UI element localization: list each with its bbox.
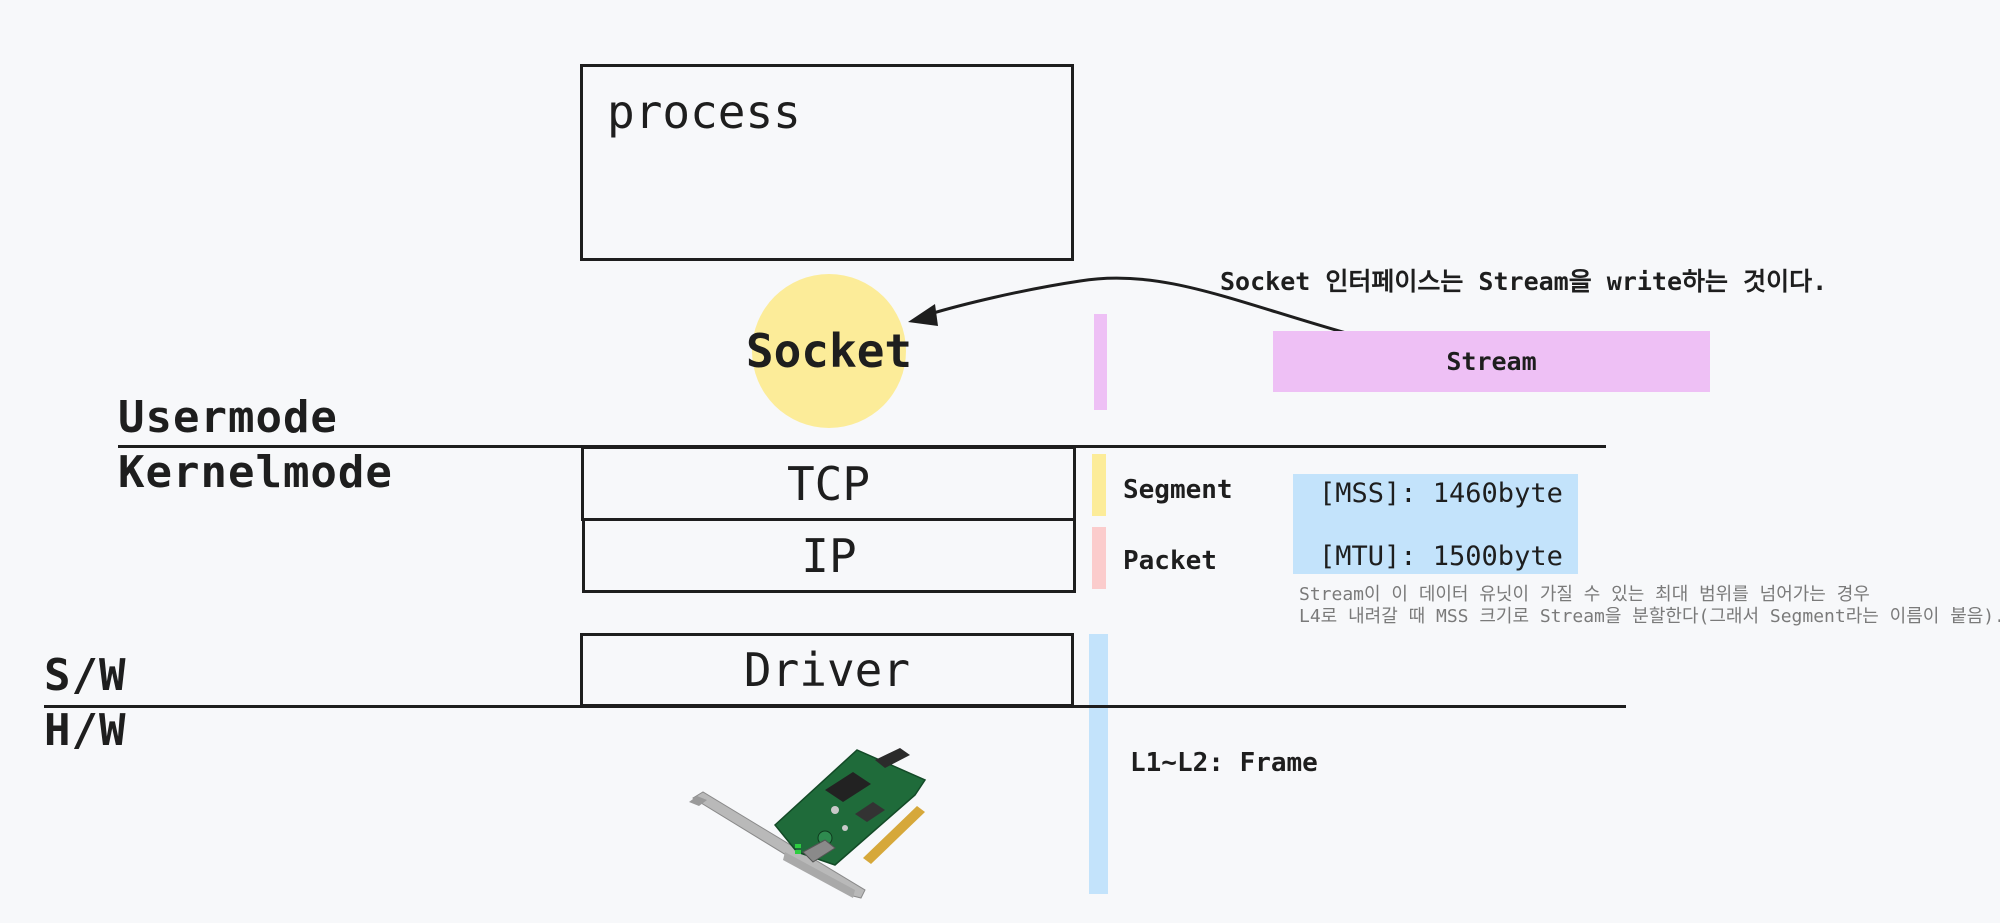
ip-layer-box: IP	[582, 518, 1076, 593]
note-line-2: L4로 내려갈 때 MSS 크기로 Stream을 분할한다(그래서 Segme…	[1299, 606, 2000, 627]
hw-label: H/W	[44, 705, 127, 756]
note-line-1: Stream이 이 데이터 유닛이 가질 수 있는 최대 범위를 넘어가는 경우	[1299, 584, 1870, 605]
usermode-label: Usermode	[118, 392, 338, 443]
packet-bar	[1092, 527, 1106, 589]
tcp-label: TCP	[786, 456, 871, 511]
stream-box: Stream	[1273, 331, 1710, 392]
stream-label: Stream	[1446, 347, 1537, 376]
sw-label: S/W	[44, 650, 127, 701]
process-box: process	[580, 64, 1074, 261]
segment-bar	[1092, 454, 1106, 516]
frame-label: L1~L2: Frame	[1130, 748, 1318, 778]
packet-label: Packet	[1123, 546, 1217, 576]
mss-text: [MSS]: 1460byte	[1319, 478, 1563, 509]
ip-label: IP	[801, 528, 857, 583]
tcp-layer-box: TCP	[581, 446, 1076, 521]
mss-mtu-box: [MSS]: 1460byte [MTU]: 1500byte	[1293, 474, 1578, 574]
socket-label: Socket	[745, 324, 913, 378]
driver-layer-box: Driver	[580, 633, 1074, 707]
network-interface-card-icon	[689, 748, 927, 899]
socket-circle: Socket	[746, 274, 912, 428]
mtu-text: [MTU]: 1500byte	[1319, 541, 1563, 572]
kernelmode-label: Kernelmode	[118, 447, 393, 498]
driver-label: Driver	[743, 643, 911, 697]
stream-bar	[1094, 314, 1107, 410]
process-label: process	[607, 85, 801, 139]
arrow-head	[908, 304, 938, 326]
frame-bar	[1089, 634, 1108, 894]
segmentation-note: Stream이 이 데이터 유닛이 가질 수 있는 최대 범위를 넘어가는 경우…	[1299, 584, 2000, 628]
socket-annotation: Socket 인터페이스는 Stream을 write하는 것이다.	[1220, 267, 1828, 296]
segment-label: Segment	[1123, 475, 1233, 505]
